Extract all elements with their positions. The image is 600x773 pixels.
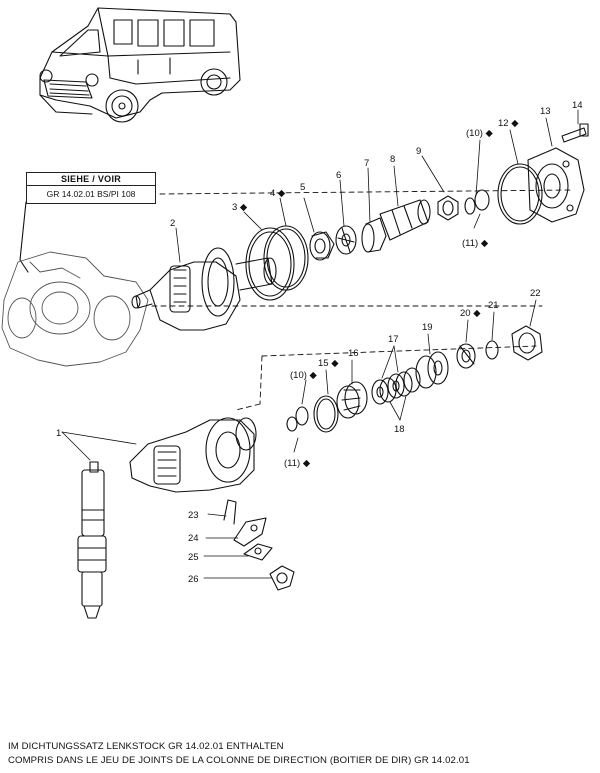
part-10-ring-lower <box>295 406 309 426</box>
part-3-seal-ring <box>245 227 295 301</box>
callout-11-lower: (11) ◆ <box>284 458 311 469</box>
part-14-bolt <box>561 123 589 143</box>
callout-5: 5 <box>300 182 305 193</box>
reference-leader <box>19 201 29 273</box>
part-18-washers <box>379 367 421 403</box>
part-11-ring-lower <box>286 416 298 432</box>
callout-16: 16 <box>348 348 359 359</box>
callout-20: 20 ◆ <box>460 308 481 319</box>
callout-4: 4 ◆ <box>270 188 286 199</box>
callout-2: 2 <box>170 218 175 229</box>
callout-19: 19 <box>422 322 433 333</box>
vehicle-illustration <box>39 7 241 123</box>
part-6-rotor <box>335 225 357 255</box>
part-16-bearing <box>336 381 368 419</box>
callout-21: 21 <box>488 300 499 311</box>
part-24-bracket <box>233 517 267 547</box>
callout-26: 26 <box>188 574 199 585</box>
callout-12: 12 ◆ <box>498 118 519 129</box>
callout-13: 13 <box>540 106 551 117</box>
callout-9: 9 <box>416 146 421 157</box>
callout-labels: 1 2 3 ◆ 4 ◆ 5 6 7 8 9 (10) ◆ (11) ◆ 12 ◆… <box>56 100 583 585</box>
callout-17: 17 <box>388 334 399 345</box>
part-21-ring <box>485 340 499 360</box>
part-26-bolt <box>269 565 295 591</box>
callout-23: 23 <box>188 510 199 521</box>
part-10-ring-upper <box>464 197 476 215</box>
part-19-bushing <box>415 351 449 389</box>
footer-note-german: IM DICHTUNGSSATZ LENKSTOCK GR 14.02.01 E… <box>8 741 284 752</box>
part-25-bracket <box>243 543 273 561</box>
reference-box-header: SIEHE / VOIR <box>27 173 155 186</box>
part-22-lock-nut <box>511 325 543 361</box>
callout-25: 25 <box>188 552 199 563</box>
callout-24: 24 <box>188 533 199 544</box>
part-15-ring <box>313 395 339 433</box>
callout-10-upper: (10) ◆ <box>466 128 494 139</box>
callout-18: 18 <box>394 424 405 435</box>
callout-10-lower: (10) ◆ <box>290 370 318 381</box>
part-13-cover <box>527 147 585 223</box>
reference-box: SIEHE / VOIR GR 14.02.01 BS/PI 108 <box>26 172 156 204</box>
callout-1: 1 <box>56 428 61 439</box>
callout-8: 8 <box>390 154 395 165</box>
footer-note-french: COMPRIS DANS LE JEU DE JOINTS DE LA COLO… <box>8 755 470 766</box>
part-12-seal-ring <box>497 163 543 225</box>
callout-6: 6 <box>336 170 341 181</box>
part-8-control-valve <box>379 199 431 241</box>
callout-14: 14 <box>572 100 583 111</box>
part-2-valve-housing <box>131 247 277 331</box>
leader-lines <box>61 109 579 579</box>
part-1-steering-box-assembly <box>129 417 257 493</box>
part-1-shaft <box>77 461 107 619</box>
callout-15: 15 ◆ <box>318 358 339 369</box>
part-7-sleeve <box>361 217 387 253</box>
guide-lines <box>151 189 573 411</box>
steering-box-housing-ghost <box>1 251 149 367</box>
part-9-nut <box>437 195 459 221</box>
part-5-bushing <box>309 231 335 261</box>
callout-7: 7 <box>364 158 369 169</box>
callout-3: 3 ◆ <box>232 202 248 213</box>
part-11-ring-upper <box>474 189 490 211</box>
part-20-nut <box>456 343 476 369</box>
callout-22: 22 <box>530 288 541 299</box>
part-23-clip <box>223 499 237 525</box>
reference-box-text: GR 14.02.01 BS/PI 108 <box>46 189 136 199</box>
callout-11-upper: (11) ◆ <box>462 238 489 249</box>
